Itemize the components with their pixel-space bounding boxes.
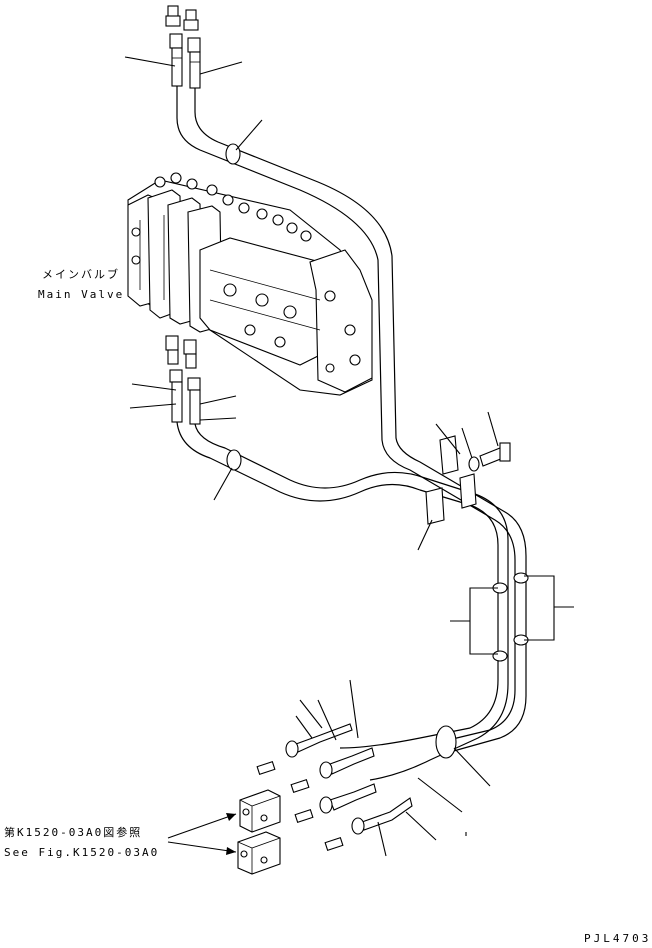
upper-pipe-run <box>176 86 527 753</box>
drawing-code: PJL4703 <box>584 932 652 945</box>
main-valve-label-en: Main Valve <box>38 288 125 301</box>
see-fig-label-en: See Fig.K1520-03A0 <box>4 846 160 859</box>
top-fittings <box>165 5 201 89</box>
main-valve-body <box>127 172 373 396</box>
see-fig-label-jp: 第K1520-03A0図参照 <box>4 826 143 839</box>
lower-hoses <box>256 723 413 851</box>
brackets <box>425 435 511 525</box>
mid-fittings <box>165 335 201 425</box>
reference-arrows <box>167 813 237 855</box>
main-valve-label-jp: メインバルブ <box>42 268 120 281</box>
leader-lines <box>124 56 499 857</box>
valve-blocks <box>237 789 281 875</box>
clamps <box>435 572 529 759</box>
clamp-callout-brackets <box>450 575 574 655</box>
